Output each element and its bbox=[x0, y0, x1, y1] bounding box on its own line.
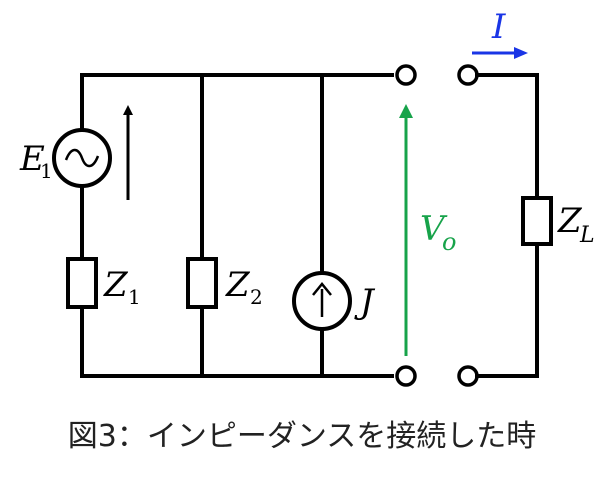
z1-label: Z bbox=[103, 265, 129, 305]
impedance-z2: Z 2 bbox=[186, 257, 263, 309]
zl-box bbox=[521, 196, 553, 246]
up-arrow-head bbox=[312, 282, 332, 296]
terminal-top-left bbox=[395, 64, 417, 86]
load-current-i: I bbox=[472, 7, 528, 59]
i-arrow-icon bbox=[514, 47, 528, 59]
j-label: J bbox=[354, 282, 376, 322]
e1-label: E bbox=[19, 139, 45, 179]
i-label: I bbox=[491, 7, 506, 47]
current-source-j: J bbox=[292, 271, 376, 331]
vo-subscript: o bbox=[442, 228, 456, 256]
z2-label: Z bbox=[225, 265, 251, 305]
e1-subscript: 1 bbox=[40, 159, 53, 183]
voltage-source-e1: E 1 bbox=[19, 105, 133, 200]
z2-box bbox=[186, 257, 218, 309]
vo-arrow-icon bbox=[399, 104, 413, 118]
figure-caption: 図3：インピーダンスを接続した時 bbox=[68, 419, 537, 454]
z2-subscript: 2 bbox=[250, 285, 263, 309]
output-voltage-vo: V o bbox=[399, 104, 456, 356]
output-terminals-left bbox=[395, 64, 417, 387]
impedance-z1: Z 1 bbox=[66, 257, 141, 309]
load-network: Z L bbox=[457, 64, 595, 387]
sine-wave-icon bbox=[64, 148, 100, 168]
terminal-top-right bbox=[457, 64, 479, 86]
left-network-wires bbox=[80, 73, 394, 378]
vo-label: V bbox=[420, 209, 448, 249]
terminal-bottom-right bbox=[457, 365, 479, 387]
zl-subscript: L bbox=[579, 223, 595, 248]
terminal-bottom-left bbox=[395, 365, 417, 387]
z1-subscript: 1 bbox=[128, 285, 141, 309]
z1-box bbox=[66, 257, 98, 309]
zl-label: Z bbox=[557, 201, 583, 241]
